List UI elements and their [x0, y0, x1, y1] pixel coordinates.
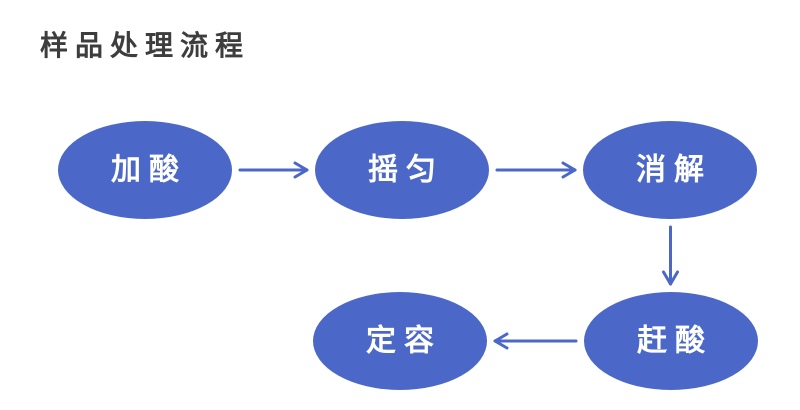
flow-node-ellipse	[584, 292, 758, 390]
flow-node-label: 赶酸	[637, 325, 713, 358]
flow-node-drive-acid: 赶酸	[584, 292, 758, 390]
flow-node-label: 加酸	[111, 154, 187, 187]
flow-node-ellipse	[583, 121, 757, 219]
flow-node-fix-volume: 定容	[313, 292, 487, 390]
flow-node-shake-even: 摇匀	[315, 121, 489, 219]
flow-node-ellipse	[313, 292, 487, 390]
flow-node-ellipse	[315, 121, 489, 219]
flow-node-label: 定容	[366, 324, 442, 358]
flow-node-label: 摇匀	[368, 154, 444, 187]
page-title: 样品处理流程	[40, 30, 251, 61]
flow-node-ellipse	[58, 121, 232, 219]
edges-layer	[238, 161, 679, 350]
flow-node-label: 消解	[636, 154, 712, 187]
flow-node-digest: 消解	[583, 121, 757, 219]
flow-node-add-acid: 加酸	[58, 121, 232, 219]
